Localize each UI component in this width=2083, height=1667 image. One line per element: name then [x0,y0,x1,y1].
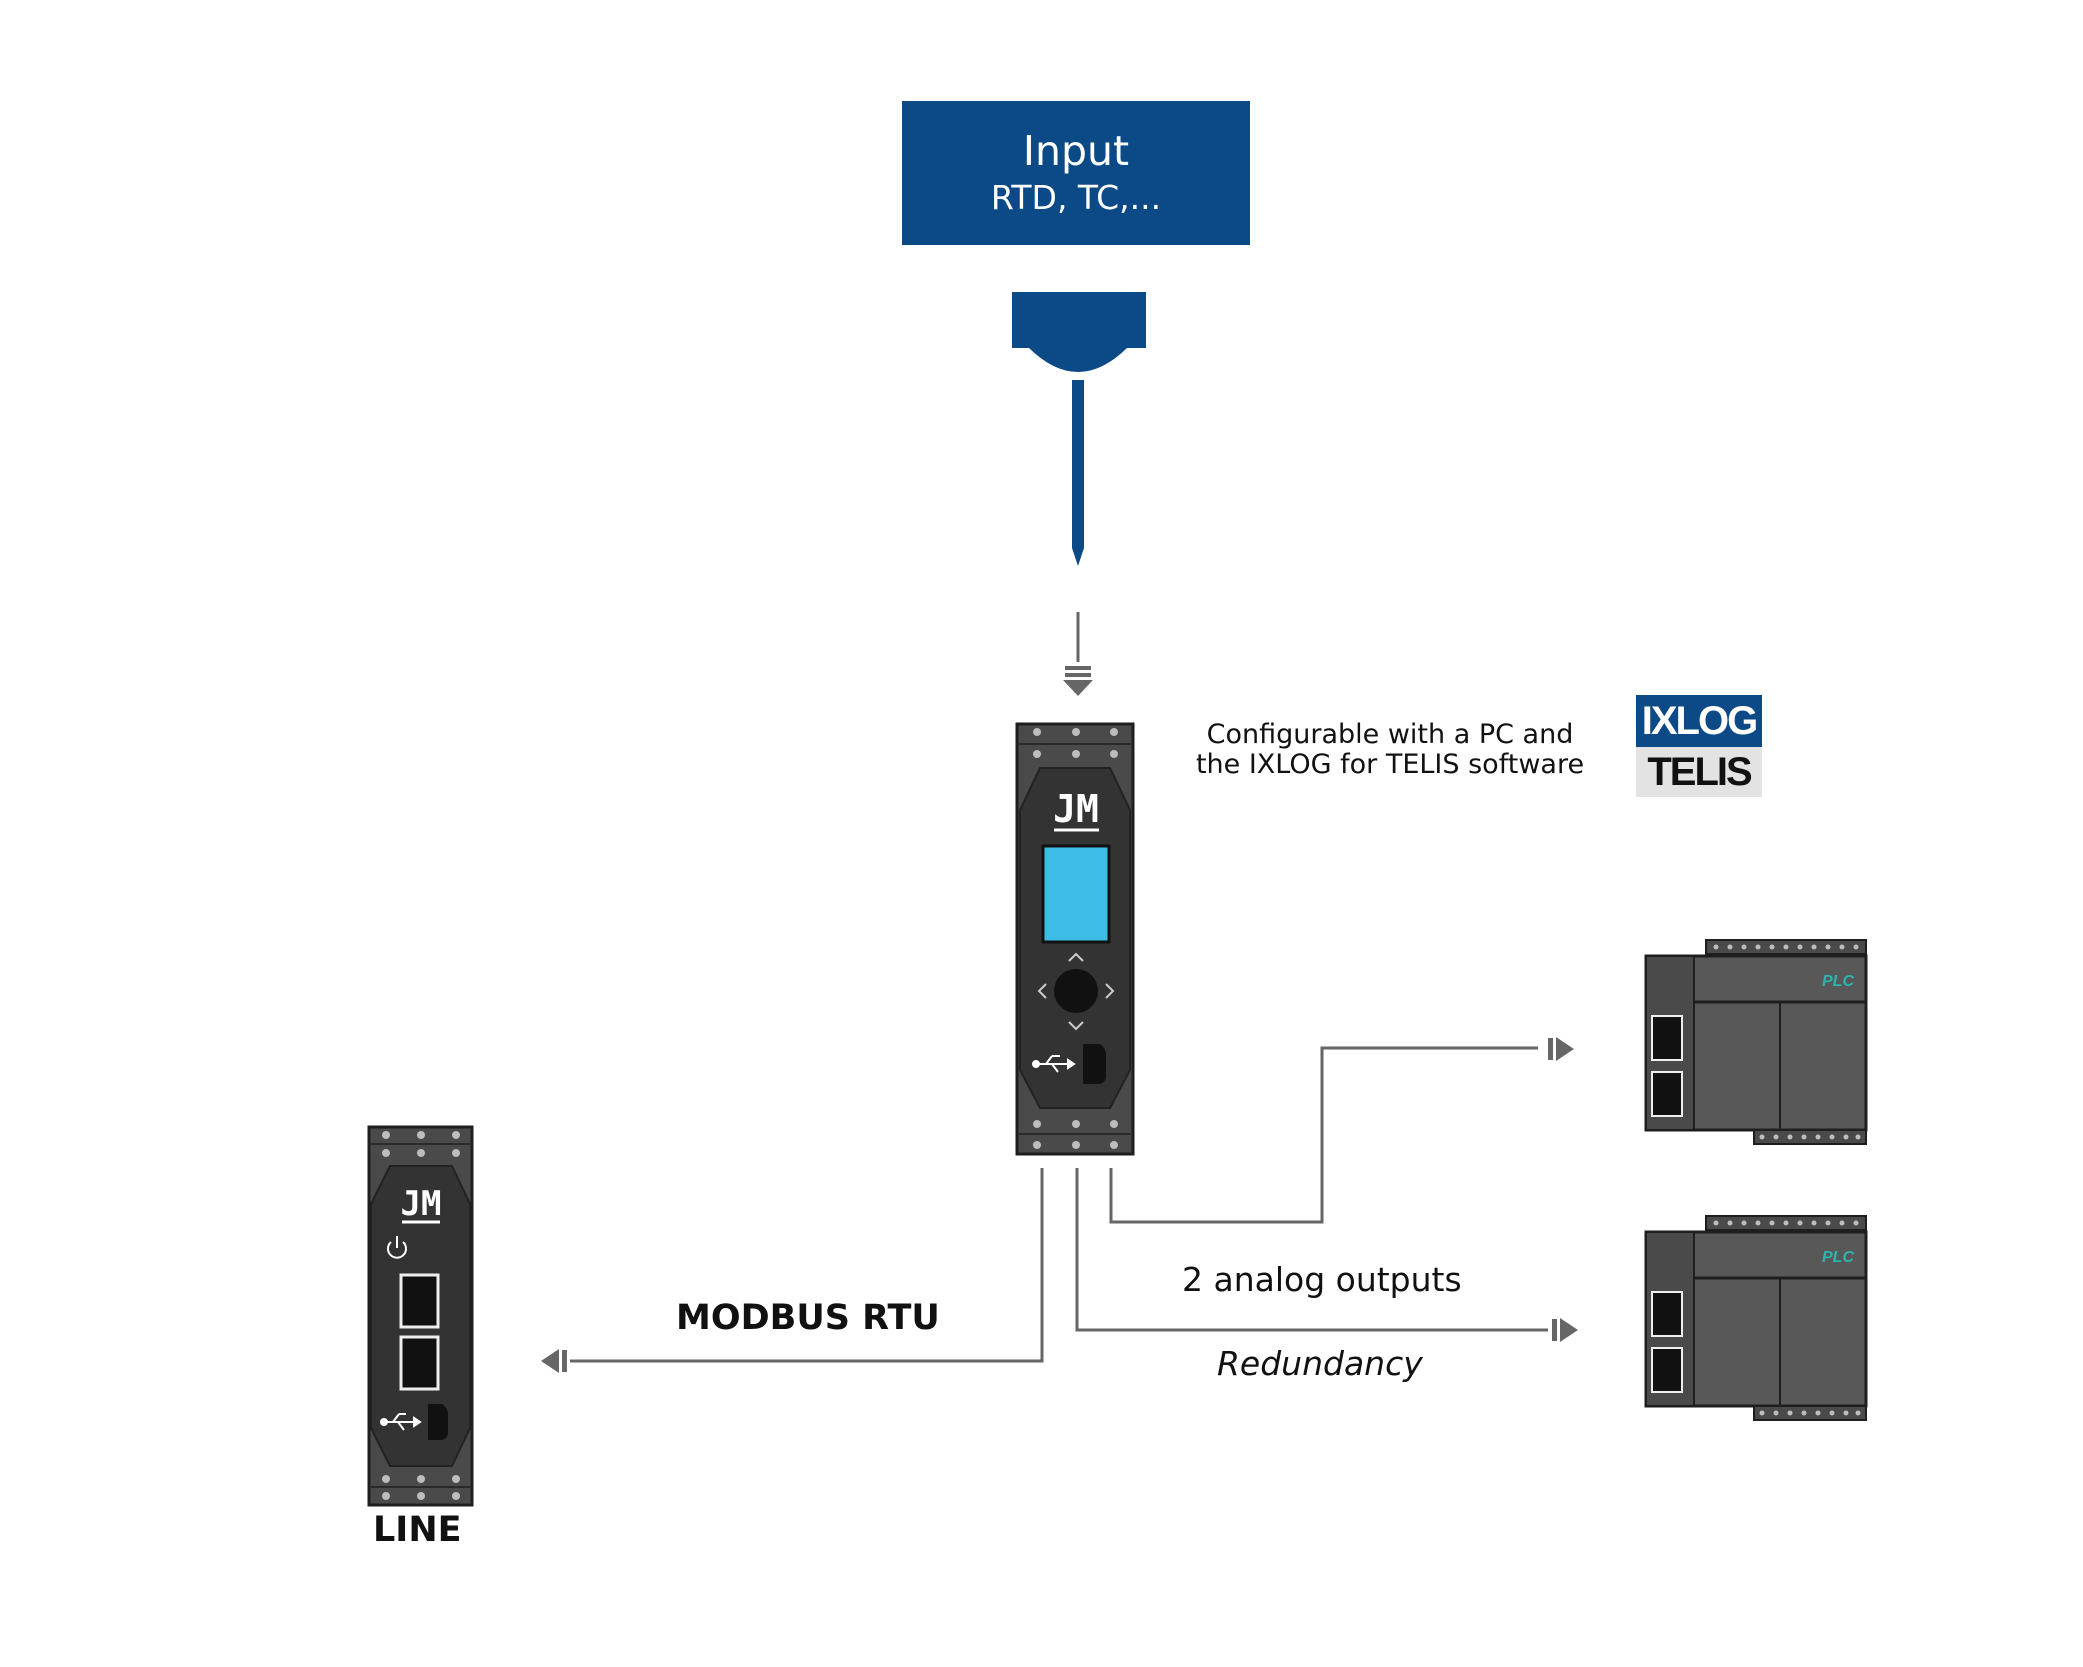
usb-icon-line [380,1413,422,1431]
usb-icon [1032,1055,1076,1073]
output-wire-1 [1109,1046,1538,1224]
input-title: Input [1022,127,1130,175]
redundancy-label: Redundancy [1217,1344,1423,1383]
line-label: LINE [373,1510,462,1550]
output-wire-2 [1075,1168,1548,1332]
modbus-wire [570,1168,1044,1363]
plc-device-1 [1644,939,1868,1145]
line-device-brand: JM [401,1184,442,1224]
power-icon [387,1236,407,1259]
plc-label-2: PLC [1822,1249,1854,1266]
ixlog-telis-logo: IXLOG TELIS [1636,695,1762,797]
logo-telis: TELIS [1636,747,1762,797]
input-arrow [1063,612,1093,696]
arrow-heads [541,1037,1578,1373]
plc-device-2 [1644,1215,1868,1421]
transmitter-brand: JM [1053,787,1099,831]
temperature-probe-icon [1012,292,1146,566]
analog-outputs-label: 2 analog outputs [1182,1260,1462,1299]
config-text: Configurable with a PC and the IXLOG for… [1170,720,1610,780]
modbus-label: MODBUS RTU [676,1298,940,1338]
transmitter-device [1015,722,1135,1156]
wires [570,1046,1548,1363]
logo-ixlog: IXLOG [1636,695,1762,747]
line-device [367,1125,474,1507]
input-box: Input RTD, TC,... [902,101,1250,245]
config-line-1: Configurable with a PC and [1206,719,1574,750]
input-subtitle: RTD, TC,... [990,178,1162,217]
config-line-2: the IXLOG for TELIS software [1195,749,1585,780]
plc-label-1: PLC [1822,973,1854,990]
